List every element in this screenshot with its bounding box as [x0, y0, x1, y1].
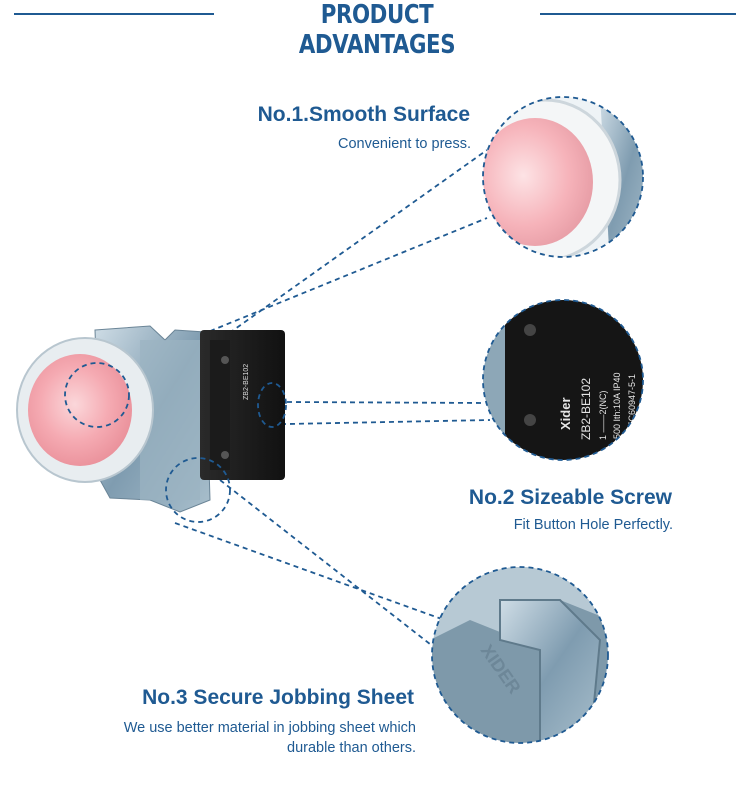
page-title: PRODUCT ADVANTAGES [298, 0, 456, 60]
feature-1-description: Convenient to press. [338, 136, 471, 152]
highlight-circle-surface [64, 362, 130, 428]
feature-3-description: We use better material in jobbing sheet … [124, 718, 416, 758]
product-model: ZB2-BE102 [579, 378, 593, 440]
highlight-circle-sheet [165, 457, 231, 523]
feature-2-description: Fit Button Hole Perfectly. [513, 517, 673, 533]
product-contacts: 1 ——2(NC) [598, 390, 608, 440]
push-button-product: ZB2-BE102 [16, 325, 287, 523]
zoom-circle-screw: CE Xider ZB2-BE102 1 ——2(NC) Ui:500 Ith:… [483, 300, 643, 460]
feature-2-title: No.2 Sizeable Screw [468, 486, 672, 509]
product-brand: Xider [558, 397, 573, 430]
product-mark: CE [493, 442, 508, 460]
feature-3-description-line1: We use better material in jobbing sheet … [123, 720, 416, 736]
product-rating: Ui:500 Ith:10A IP40 [612, 372, 622, 450]
zoom-circle-sheet: XIDER [432, 567, 608, 743]
zoom-circle-surface [483, 97, 643, 257]
section-header: PRODUCT ADVANTAGES [0, 0, 750, 60]
feature-3-title: No.3 Secure Jobbing Sheet [142, 686, 414, 709]
feature-1-title: No.1.Smooth Surface [257, 103, 470, 126]
feature-3-description-line2: durable than others. [287, 740, 416, 756]
header-rule-left [14, 13, 214, 15]
header-rule-right [540, 13, 736, 15]
product-label-small: ZB2-BE102 [243, 364, 250, 400]
product-standard: IEC60947-5-1 [627, 374, 637, 430]
highlight-circle-screw [257, 382, 287, 428]
